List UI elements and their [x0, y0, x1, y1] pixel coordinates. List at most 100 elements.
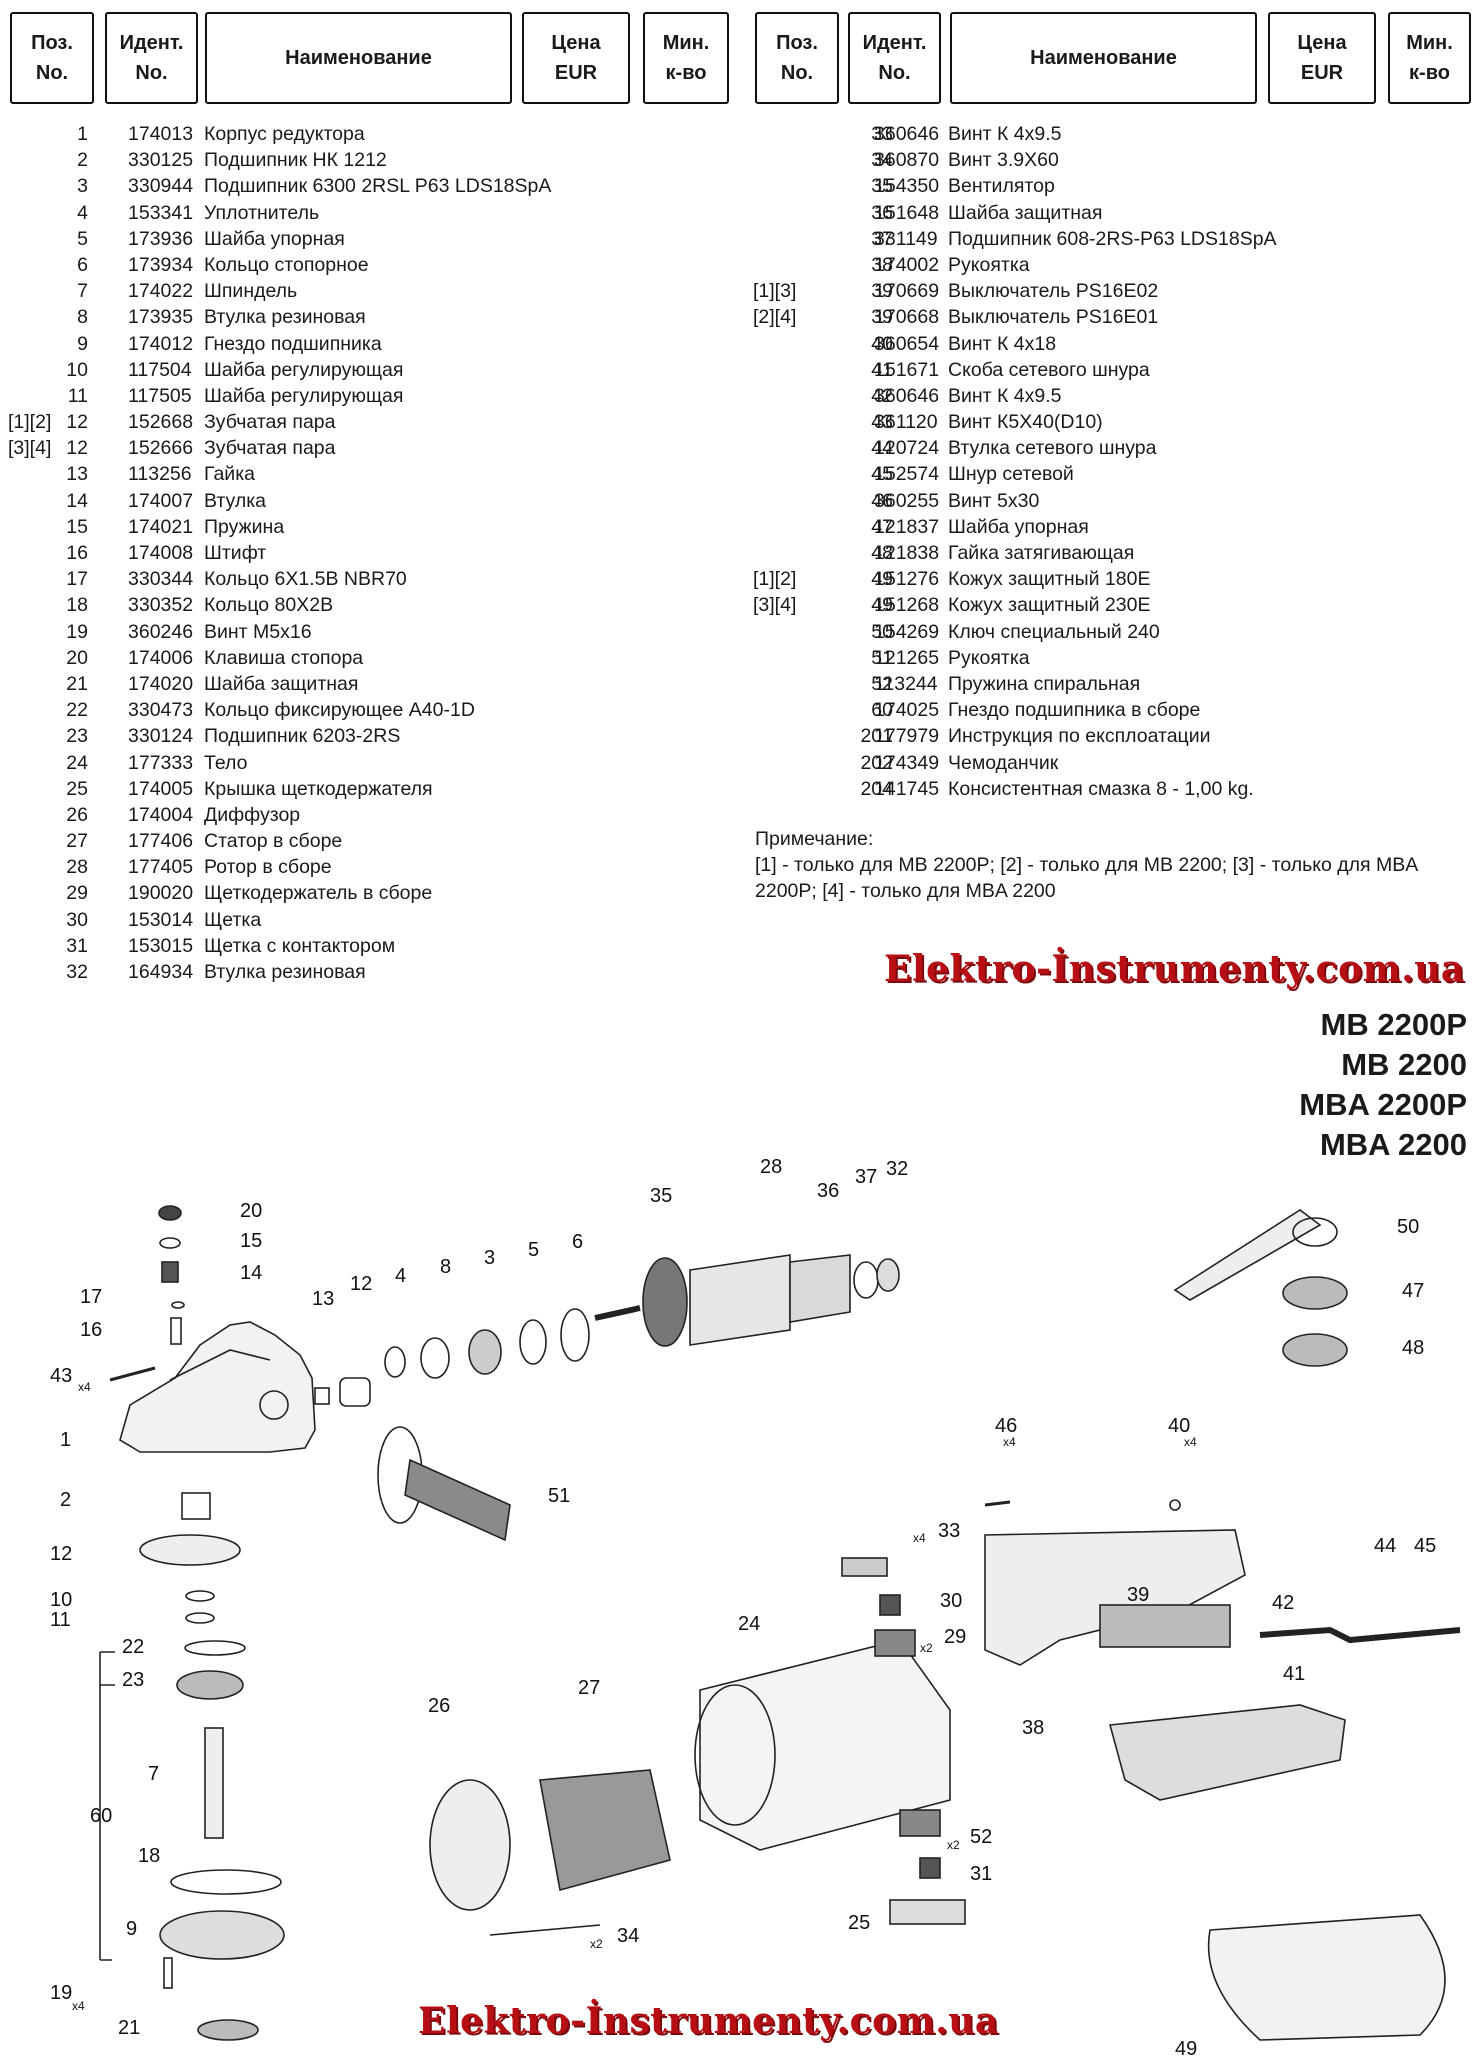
callout-label: 12 — [350, 1273, 372, 1295]
part-20-shape — [158, 1205, 182, 1221]
row-position: 40 — [871, 332, 893, 355]
row-name: Гнездо подшипника — [204, 332, 382, 355]
callout-label: 52 — [970, 1826, 992, 1848]
row-ident: 174005 — [128, 777, 194, 800]
row-position: 16 — [66, 542, 88, 564]
row-position: 50 — [871, 620, 893, 643]
row-name: Пружина — [204, 515, 285, 538]
row-ident: 330344 — [128, 568, 194, 591]
part-15-shape — [159, 1237, 181, 1249]
row-ident: 360646 — [874, 123, 940, 145]
callout-label: 6 — [572, 1231, 583, 1253]
row-name: Подшипник 6300 2RSL P63 LDS18SpA — [204, 175, 552, 198]
callout-label: 41 — [1283, 1663, 1305, 1685]
row-note: [1][2] — [8, 411, 52, 434]
row-name: Штифт — [204, 542, 267, 564]
row-name: Шайба защитная — [948, 201, 1103, 224]
row-position: 12 — [66, 437, 88, 460]
remark-title: Примечание: — [755, 828, 874, 850]
callout-label: 8 — [440, 1256, 451, 1278]
row-name: Шайба защитная — [204, 672, 359, 695]
row-ident: 360246 — [128, 620, 194, 643]
callout-label: 28 — [760, 1156, 782, 1178]
row-ident: 121265 — [874, 646, 940, 669]
row-note: [1][3] — [753, 280, 797, 303]
row-name: Гайка — [204, 463, 256, 486]
header-min-label: Мин. к-во — [1406, 32, 1453, 84]
row-name: Щетка — [204, 908, 262, 931]
row-position: 39 — [871, 306, 893, 329]
model-name: MB 2200P — [1320, 1007, 1467, 1042]
row-position: 3 — [77, 175, 88, 198]
row-name: Подшипник НК 1212 — [204, 149, 387, 172]
row-name: Консистентная смазка 8 - 1,00 kg. — [948, 777, 1254, 800]
row-name: Шайба упорная — [948, 515, 1089, 538]
row-ident: 177406 — [128, 830, 194, 853]
row-name: Гнездо подшипника в сборе — [948, 699, 1201, 722]
row-name: Клавиша стопора — [204, 646, 364, 669]
row-name: Скоба сетевого шнура — [948, 358, 1150, 381]
row-position: 41 — [871, 358, 893, 381]
callout-label: 15 — [240, 1230, 262, 1252]
part-32-shape — [876, 1258, 900, 1292]
row-name: Кольцо 6Х1.5B NBR70 — [204, 568, 407, 591]
row-name: Кольцо фиксирующее A40-1D — [204, 699, 475, 722]
callout-label: 31 — [970, 1863, 992, 1885]
callout-label: 42 — [1272, 1592, 1294, 1614]
row-ident: 153341 — [128, 201, 194, 224]
header-pos-label: Поз. No. — [31, 32, 73, 84]
part-43-screw-shape — [109, 1366, 156, 1382]
callout-label: 51 — [548, 1485, 570, 1507]
row-ident: 174007 — [128, 489, 194, 512]
holder-29-shape — [874, 1629, 916, 1657]
row-position: 52 — [871, 672, 893, 695]
callout-label: 9 — [126, 1918, 137, 1940]
rear-handle-38-bottom-shape — [1108, 1704, 1346, 1801]
row-position: 32 — [66, 961, 88, 983]
brush-31-shape — [919, 1857, 941, 1879]
bracket-60-shape — [99, 1651, 115, 1961]
part-9-shape — [159, 1910, 285, 1960]
remark-text: [1] - только для MB 2200P; [2] - только … — [755, 854, 1418, 902]
row-ident: 151648 — [874, 201, 940, 224]
screw-40-shape — [1169, 1499, 1181, 1511]
header-name-right: Наименование — [950, 12, 1257, 104]
callout-label: 43 — [50, 1365, 72, 1387]
callout-label: 22 — [122, 1636, 144, 1658]
row-name: Ротор в сборе — [204, 856, 332, 879]
row-ident: 360654 — [874, 332, 940, 355]
row-ident: 170669 — [874, 280, 940, 303]
row-ident: 177405 — [128, 856, 194, 879]
callout-label: 21 — [118, 2017, 140, 2039]
switch-39-shape — [1099, 1604, 1231, 1648]
callout-label: 24 — [738, 1613, 760, 1635]
part-12-gear-shape — [139, 1534, 241, 1566]
row-name: Чемоданчик — [948, 751, 1059, 774]
row-name: Винт М5х16 — [204, 620, 312, 643]
callout-label: 12 — [50, 1543, 72, 1565]
row-name: Винт К 4х9.5 — [948, 123, 1062, 145]
